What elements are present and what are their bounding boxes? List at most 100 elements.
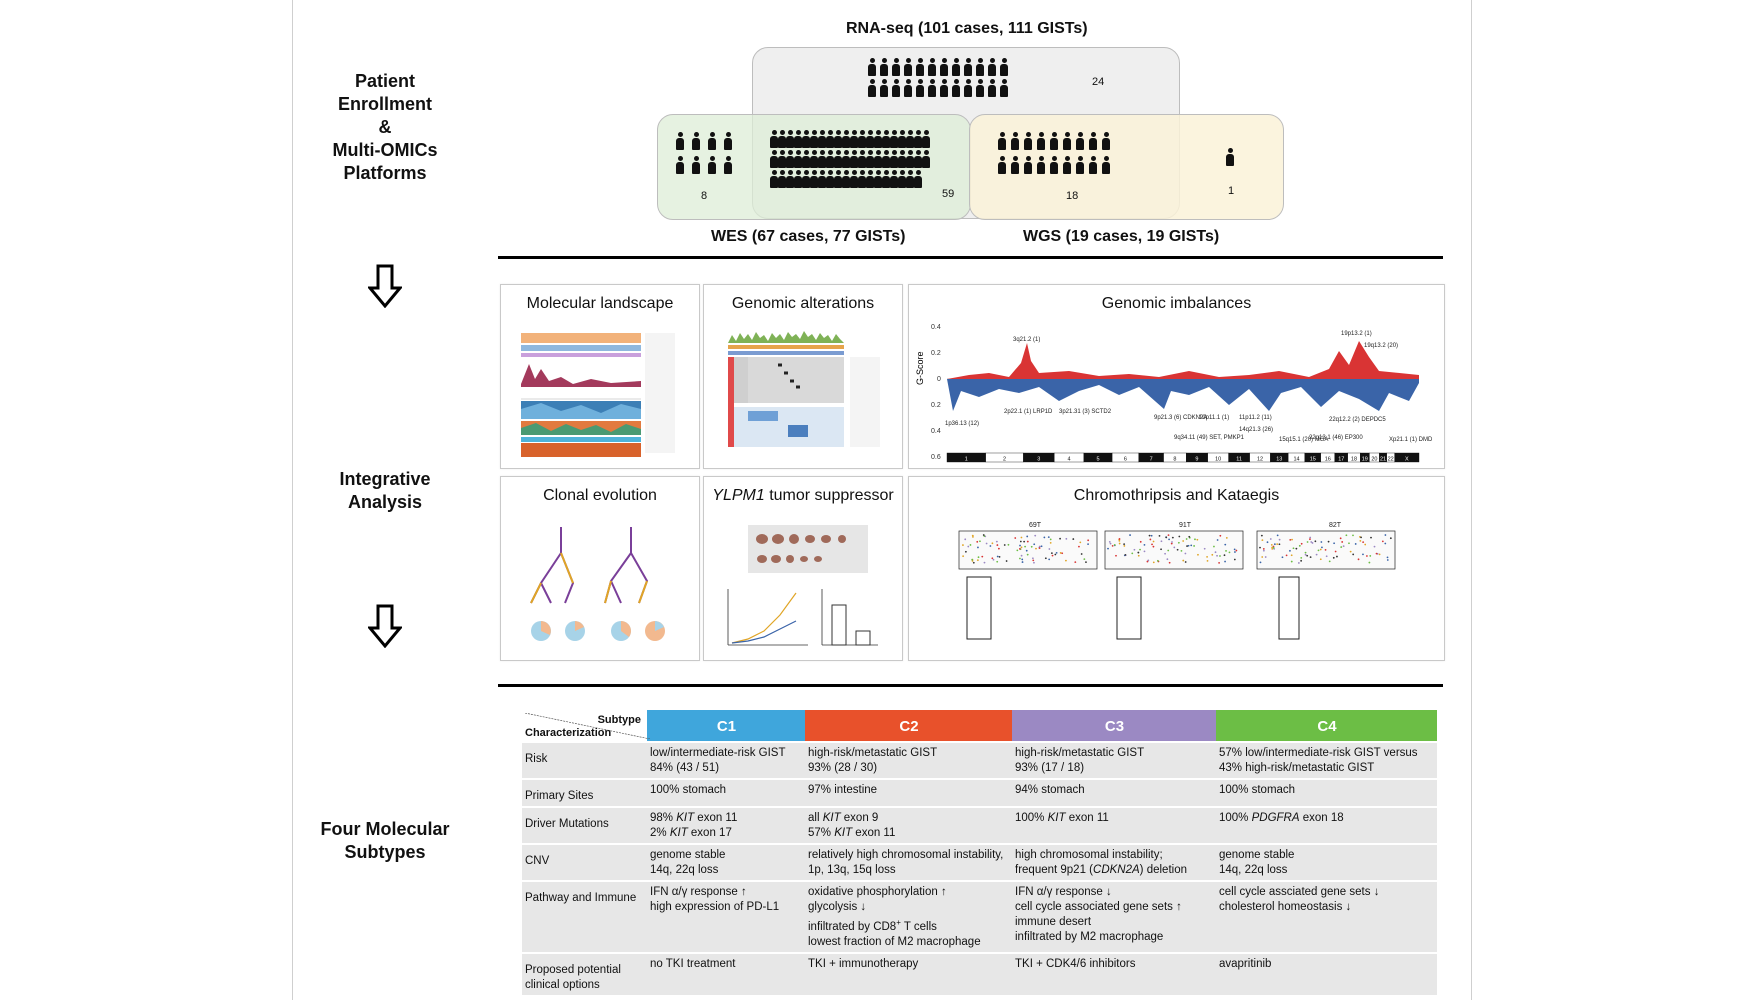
- mutation-point: [1298, 544, 1301, 547]
- mutation-point: [1003, 544, 1006, 546]
- cell-line: glycolysis ↓: [808, 901, 867, 913]
- mutation-point: [1033, 543, 1036, 546]
- people-wes-rna: [770, 130, 930, 188]
- mutation-point: [1349, 550, 1352, 553]
- mutation-point: [1080, 553, 1083, 555]
- cell-c3: 100% KIT exon 11: [1012, 806, 1216, 844]
- people-rna-only: [868, 58, 1008, 97]
- mutation-point: [1260, 534, 1263, 537]
- mutation-point: [1336, 555, 1338, 558]
- count-wgs-rna: 18: [1066, 190, 1079, 202]
- label-line: Four Molecular: [320, 819, 450, 839]
- mutation-point: [1177, 541, 1180, 544]
- panel-title: Clonal evolution: [543, 487, 657, 504]
- mutation-point: [1342, 545, 1345, 547]
- section-label-integrative: Integrative Analysis: [300, 468, 470, 514]
- row-label: Driver Mutations: [522, 806, 647, 844]
- mutation-point: [1196, 538, 1199, 541]
- mutation-point: [1168, 561, 1171, 564]
- mutation-point: [977, 556, 980, 559]
- mutation-point: [1020, 546, 1023, 549]
- people-wgs-rna: [998, 132, 1110, 174]
- mutation-point: [1048, 558, 1051, 561]
- mutation-point: [1109, 542, 1112, 545]
- mutation-point: [1310, 541, 1313, 543]
- mutation-point: [1118, 538, 1121, 540]
- chromosome-label: 14: [1293, 457, 1299, 463]
- gscore-annotation: 3p21.31 (3) SCTD2: [1059, 409, 1112, 415]
- mutation-point: [1034, 534, 1037, 537]
- chromosome-label: 12: [1257, 457, 1263, 463]
- mutation-point: [1214, 551, 1217, 554]
- label-line: Enrollment: [337, 94, 432, 114]
- cell-c3: IFN α/γ response ↓cell cycle associated …: [1012, 880, 1216, 953]
- mutation-point: [1334, 550, 1337, 553]
- cell-line: IFN α/γ response ↑: [650, 886, 747, 898]
- count-wes-only: 8: [701, 190, 708, 202]
- mutation-point: [1164, 552, 1166, 555]
- chromosome-label: 4: [1068, 457, 1071, 463]
- cell-line: 2% KIT exon 17: [650, 827, 732, 839]
- mutation-point: [985, 542, 988, 545]
- mutation-point: [1203, 547, 1206, 550]
- divider: [498, 256, 1443, 259]
- mutation-point: [1019, 557, 1021, 560]
- mutation-point: [1261, 539, 1264, 542]
- mutation-point: [1269, 538, 1272, 540]
- subtype-header-c3: C3: [1012, 710, 1216, 742]
- mutation-point: [1225, 550, 1227, 552]
- mutation-point: [1079, 541, 1082, 544]
- subtype-table: Subtype Characterization C1 C2 C3 C4 Ris…: [522, 710, 1437, 995]
- down-arrow-icon: [368, 264, 402, 308]
- panel-title: Genomic alterations: [731, 295, 875, 312]
- mutation-point: [1049, 541, 1052, 544]
- panel-title-rest: tumor suppressor: [764, 487, 894, 504]
- cell-line: immune desert: [1015, 916, 1092, 928]
- mutation-point: [1311, 542, 1314, 544]
- mutation-point: [1197, 553, 1199, 556]
- mutation-point: [1107, 547, 1109, 550]
- mutation-point: [995, 540, 998, 543]
- mutation-point: [1378, 553, 1381, 556]
- mutation-point: [1026, 535, 1029, 538]
- mutation-point: [972, 536, 974, 538]
- mutation-point: [1384, 542, 1387, 545]
- cell-c4: cell cycle assciated gene sets ↓choleste…: [1216, 880, 1437, 953]
- mutation-point: [1216, 554, 1218, 557]
- cell-c1: no TKI treatment: [647, 952, 805, 995]
- mutation-point: [1300, 559, 1303, 562]
- mutation-point: [1309, 538, 1311, 541]
- mutation-point: [1389, 537, 1392, 540]
- cell-c1: IFN α/γ response ↑high expression of PD-…: [647, 880, 805, 953]
- cell-line: 57% low/intermediate-risk GIST versus: [1219, 747, 1418, 759]
- mutation-point: [1160, 548, 1162, 551]
- mutation-point: [1362, 553, 1364, 556]
- wes-title: WES (67 cases, 77 GISTs): [711, 228, 906, 245]
- ylpm1-thumbnail: [727, 525, 878, 646]
- cell-line: 97% intestine: [808, 784, 878, 796]
- mutation-point: [962, 544, 964, 546]
- cell-line: low/intermediate-risk GIST: [650, 747, 786, 759]
- mutation-point: [1278, 538, 1281, 541]
- people-wgs-only: [1226, 148, 1234, 166]
- gscore-annotation: 22q13.1 (46) EP300: [1309, 435, 1363, 441]
- chromosome-label: 16: [1325, 457, 1331, 463]
- mutation-point: [1166, 558, 1169, 561]
- mutation-point: [1285, 554, 1288, 557]
- mutation-point: [1327, 540, 1330, 543]
- mutation-point: [983, 561, 986, 564]
- cell-c2: oxidative phosphorylation ↑glycolysis ↓i…: [805, 880, 1012, 953]
- mutation-point: [971, 558, 974, 561]
- cell-line: 93% (17 / 18): [1015, 762, 1085, 774]
- mutation-point: [1026, 553, 1029, 556]
- mutation-point: [998, 547, 1000, 550]
- mutation-point: [1176, 548, 1179, 551]
- mutation-point: [1386, 556, 1389, 559]
- chromosome-label: 1: [965, 457, 968, 463]
- cell-line: oxidative phosphorylation ↑: [808, 886, 947, 898]
- gscore-ytick: 0.2: [931, 402, 941, 409]
- mutation-point: [1206, 556, 1208, 558]
